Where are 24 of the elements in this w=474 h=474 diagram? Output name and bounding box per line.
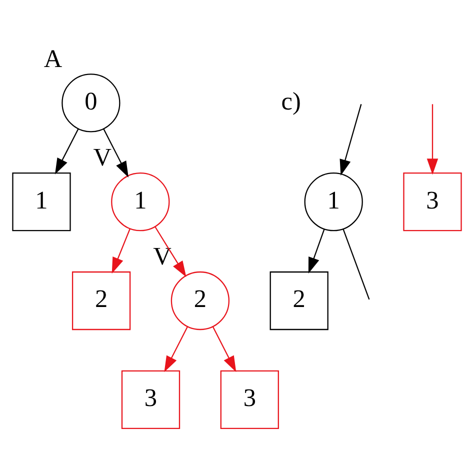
node-box: 2: [72, 270, 131, 330]
arrow: [164, 326, 188, 372]
node-circle: 1: [111, 172, 170, 231]
node-label: V: [93, 143, 112, 172]
arrow: [308, 228, 325, 274]
arrow: [154, 226, 186, 277]
node-circle: 0: [62, 73, 120, 132]
arrow: [212, 326, 236, 372]
arrow: [103, 128, 128, 177]
arrow: [340, 104, 362, 176]
node-box: 2: [270, 270, 328, 330]
node-box: 3: [403, 172, 462, 231]
node-box: 3: [220, 370, 279, 428]
node-box: 3: [121, 370, 180, 428]
node-label: A: [44, 44, 62, 72]
node-circle: 2: [170, 270, 230, 330]
arrow: [112, 228, 130, 274]
node-label: V: [153, 242, 172, 270]
arrow: [426, 104, 438, 174]
arrow: [54, 128, 79, 174]
label: c): [281, 86, 301, 115]
connector: [342, 228, 370, 300]
node-box: 1: [12, 172, 71, 231]
node-circle: 1: [304, 172, 363, 231]
